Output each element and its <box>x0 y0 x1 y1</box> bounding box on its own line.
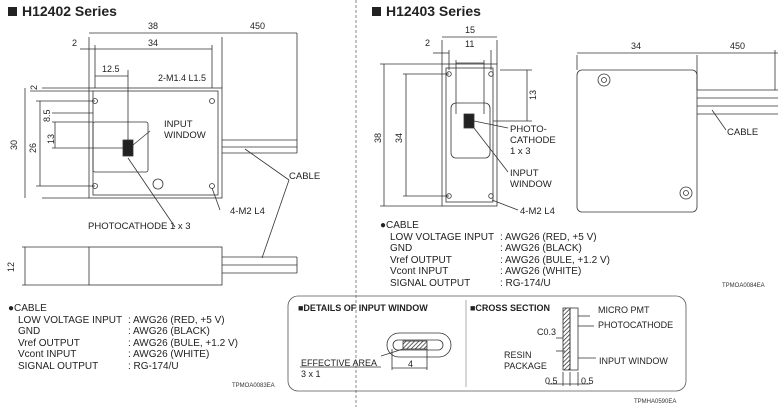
cable-name: LOW VOLTAGE INPUT <box>18 314 123 326</box>
label-m2: 4-M2 L4 <box>520 206 555 217</box>
table-row: Vcont INPUT : AWG26 (WHITE) <box>380 266 610 278</box>
dim-2: 2 <box>72 38 78 48</box>
table-row: GND : AWG26 (BLACK) <box>8 326 238 338</box>
dim-38: 38 <box>373 132 383 143</box>
label-effective-area: EFFECTIVE AREA 3 x 1 <box>301 358 378 379</box>
dim-34-top: 34 <box>631 41 642 51</box>
h12403-title: H12403 Series <box>372 3 481 19</box>
label-input-window: INPUT WINDOW <box>510 168 552 190</box>
dim-450: 450 <box>250 21 266 31</box>
cable-title: ●CABLE <box>8 303 47 314</box>
table-row: SIGNAL OUTPUT : RG-174/U <box>380 278 610 290</box>
dim-11: 11 <box>465 39 475 49</box>
table-row: Vcont INPUT : AWG26 (WHITE) <box>8 349 238 361</box>
cable-name: SIGNAL OUTPUT <box>18 360 99 372</box>
label-resin-package: RESIN PACKAGE <box>504 350 547 371</box>
table-row: Vref OUTPUT : AWG26 (BULE, +1.2 V) <box>380 255 610 267</box>
cable-value: : AWG26 (BULE, +1.2 V) <box>500 254 610 266</box>
h12403-cable-spec: ●CABLE LOW VOLTAGE INPUT : AWG26 (RED, +5… <box>380 220 610 289</box>
dim-0-5-right: 0.5 <box>581 376 594 386</box>
dim-m1-4: 2-M1.4 L1.5 <box>158 73 207 83</box>
dim-8-5: 8.5 <box>42 109 52 122</box>
dim-4: 4 <box>408 359 414 369</box>
cable-table: LOW VOLTAGE INPUT : AWG26 (RED, +5 V) GND… <box>8 315 238 373</box>
label-photocathode-cs: PHOTOCATHODE <box>598 320 674 330</box>
dim-2-vertical: 2 <box>29 84 39 90</box>
h12402-cable-spec: ●CABLE LOW VOLTAGE INPUT : AWG26 (RED, +5… <box>8 303 238 372</box>
cable-name: Vref OUTPUT <box>18 337 80 349</box>
cable-name: Vcont INPUT <box>390 266 449 277</box>
label-micro-pmt: MICRO PMT <box>598 305 650 315</box>
label-input-window-cs: INPUT WINDOW <box>599 356 668 366</box>
drawing-code-left: TPMOA0083EA <box>232 383 275 389</box>
cross-section-title: ■CROSS SECTION <box>470 303 550 313</box>
dim-12: 12 <box>6 261 16 272</box>
cable-value: : AWG26 (RED, +5 V) <box>128 314 225 326</box>
cable-name: Vcont INPUT <box>18 349 77 360</box>
dim-26: 26 <box>28 142 38 153</box>
cable-name: Vref OUTPUT <box>390 254 452 266</box>
h12402-title: H12402 Series <box>8 3 117 19</box>
h12403-side-body <box>441 63 498 207</box>
cable-table: LOW VOLTAGE INPUT : AWG26 (RED, +5 V) GND… <box>380 232 610 290</box>
cable-value: : AWG26 (WHITE) <box>128 349 210 360</box>
cable-value: : AWG26 (BULE, +1.2 V) <box>128 337 238 349</box>
cable-title: ●CABLE <box>380 220 419 231</box>
dim-15: 15 <box>465 25 476 35</box>
square-bullet-icon <box>372 7 381 16</box>
cable-name: GND <box>18 326 41 337</box>
dim-2: 2 <box>425 38 431 48</box>
label-input-window: INPUT WINDOW <box>164 119 206 141</box>
dim-34: 34 <box>148 38 159 48</box>
label-photocathode: PHOTO- CATHODE 1 x 3 <box>510 124 556 157</box>
square-bullet-icon <box>8 7 17 16</box>
dim-0-5-left: 0.5 <box>545 376 558 386</box>
label-m2: 4-M2 L4 <box>230 206 265 217</box>
cable-value: : RG-174/U <box>128 360 179 372</box>
dim-30: 30 <box>9 139 19 150</box>
table-row: SIGNAL OUTPUT : RG-174/U <box>8 361 238 373</box>
table-row: GND : AWG26 (BLACK) <box>380 243 610 255</box>
cable-value: : AWG26 (BLACK) <box>128 326 210 337</box>
label-c0-3: C0.3 <box>537 327 557 337</box>
drawing-code-details: TPMHA0590EA <box>634 399 677 405</box>
drawing-code-right: TPMOA0084EA <box>722 283 765 289</box>
dim-34: 34 <box>394 132 404 143</box>
details-title: ■DETAILS OF INPUT WINDOW <box>298 303 428 313</box>
cable-name: GND <box>390 243 413 254</box>
dim-13: 13 <box>46 133 56 144</box>
dim-450: 450 <box>730 41 746 51</box>
label-photocathode: PHOTOCATHODE 1 x 3 <box>88 221 191 232</box>
cable-value: : RG-174/U <box>500 277 551 289</box>
table-row: LOW VOLTAGE INPUT : AWG26 (RED, +5 V) <box>380 232 610 244</box>
cable-value: : AWG26 (WHITE) <box>500 266 582 277</box>
h12402-body <box>88 87 223 199</box>
cable-name: SIGNAL OUTPUT <box>390 277 471 289</box>
cable-name: LOW VOLTAGE INPUT <box>390 231 495 243</box>
label-cable: CABLE <box>289 171 321 182</box>
details-panel <box>287 295 687 392</box>
dim-38: 38 <box>148 21 159 31</box>
label-cable: CABLE <box>727 127 759 138</box>
table-row: Vref OUTPUT : AWG26 (BULE, +1.2 V) <box>8 338 238 350</box>
dim-12-5: 12.5 <box>102 64 120 74</box>
dim-13: 13 <box>528 89 538 100</box>
h12403-top-body <box>576 69 698 213</box>
cable-value: : AWG26 (BLACK) <box>500 243 582 254</box>
cable-value: : AWG26 (RED, +5 V) <box>500 231 597 243</box>
table-row: LOW VOLTAGE INPUT : AWG26 (RED, +5 V) <box>8 315 238 327</box>
